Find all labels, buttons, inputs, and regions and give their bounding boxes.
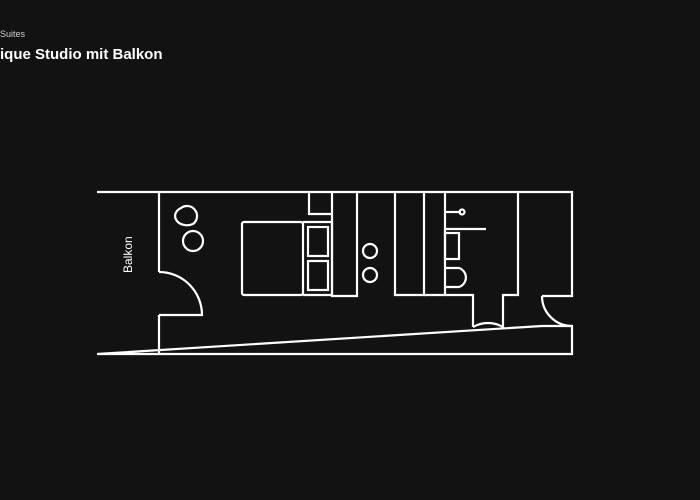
page-title: ique Studio mit Balkon	[0, 46, 163, 63]
toilet	[445, 266, 467, 289]
shower-head	[458, 208, 466, 216]
bath-wall-bottom	[445, 293, 475, 327]
pillow-1	[306, 225, 330, 258]
shelf	[307, 192, 332, 216]
room-label-balkon: Balkon	[121, 236, 135, 273]
table-icon	[181, 229, 205, 253]
chair-icon	[174, 204, 199, 227]
kitchen-unit	[393, 192, 426, 297]
wardrobe	[330, 192, 359, 298]
entry-door	[540, 295, 573, 328]
hob-2	[361, 266, 379, 284]
pillow-2	[306, 259, 330, 292]
sink	[443, 231, 461, 261]
hob-1	[361, 242, 379, 260]
outer-wall	[96, 190, 574, 356]
balcony-door	[158, 270, 204, 317]
bed	[240, 220, 305, 297]
category-label: Suites	[0, 29, 26, 39]
bath-door	[472, 192, 520, 329]
bath-wall	[424, 192, 447, 297]
